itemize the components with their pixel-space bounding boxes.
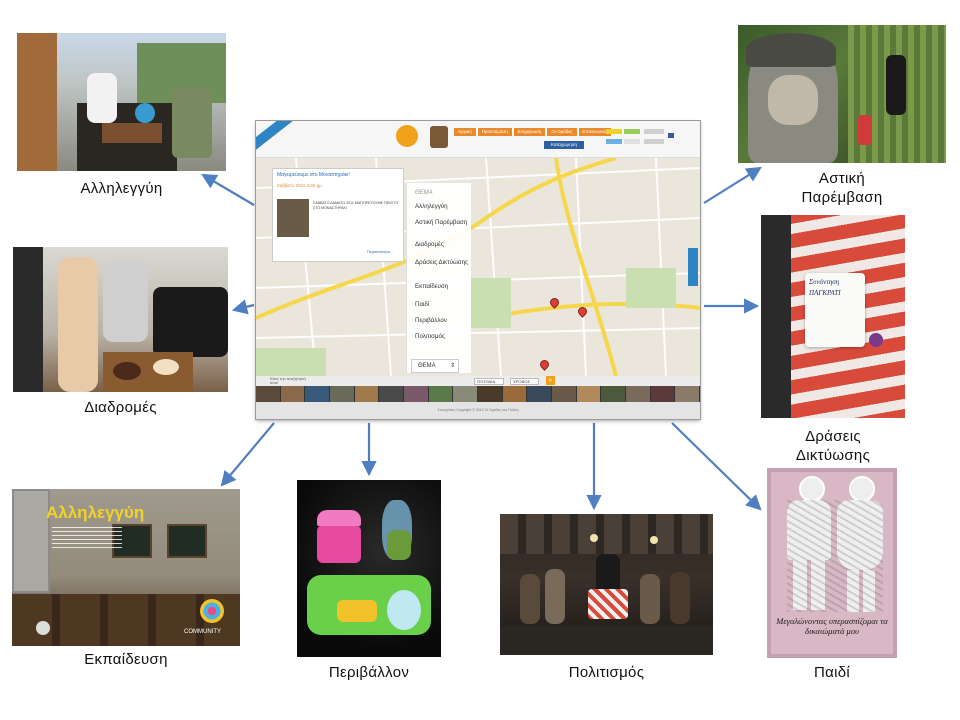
arrow-to-diadromes xyxy=(231,299,255,315)
social-box-3[interactable] xyxy=(644,139,664,144)
nav-item-news[interactable]: Ενημέρωση xyxy=(513,128,546,136)
arrow-to-allileggyi xyxy=(201,173,255,206)
popup-title: Μαγειρεύουμε στο Μοναστηράκι! xyxy=(277,172,350,178)
caption-politismos: Πολιτισμός xyxy=(568,664,645,681)
theme-item-diadromes[interactable]: Διαδρομές xyxy=(415,241,444,248)
theme-item-allileggyi[interactable]: Αλληλεγγύη xyxy=(415,203,448,210)
theme-menu-header: ΘΕΜΑ xyxy=(415,190,433,196)
theme-item-politismos[interactable]: Πολιτισμός xyxy=(415,333,445,340)
lang-box-3[interactable] xyxy=(644,129,664,134)
lang-box-2[interactable] xyxy=(624,129,640,134)
theme-item-astiki[interactable]: Αστική Παρέμβαση xyxy=(415,219,468,226)
photo-diadromes xyxy=(13,247,228,392)
photo-perivallon xyxy=(297,480,441,657)
popup-thumbnail xyxy=(277,199,309,237)
side-tab[interactable] xyxy=(688,248,698,286)
paidi-slogan: Μεγαλώνοντας υπερασπίζομαι τα δικαιώματά… xyxy=(776,616,888,636)
poster-title: Αλληλεγγύη xyxy=(46,503,145,522)
photo-politismos xyxy=(500,514,713,655)
add-action-button[interactable]: Καταχώρηση Δράσης xyxy=(544,141,584,155)
caption-astiki-line2: Παρέμβαση xyxy=(801,189,883,206)
arrow-to-paidi xyxy=(671,422,762,511)
popup-body: ΣΑΒΒΑΤΟ ΔΑΜΑΤΟ 2011 ΜΑΓΕΙΡΕΥΟΥΜΕ ΠΕΝΤΟΥ … xyxy=(313,201,399,210)
sticker-text: Συνάντηση ΠΑΓΚΡΑΤΙ xyxy=(809,278,841,297)
crest-icon xyxy=(430,126,448,148)
site-header: Αρχική Προετοίμαση Ενημέρωση Οι Ομάδες Ε… xyxy=(256,121,700,158)
caption-paidi: Παιδί xyxy=(813,664,851,681)
site-logo[interactable] xyxy=(396,125,418,147)
search-icon[interactable]: ⌕ xyxy=(546,376,555,385)
theme-select[interactable]: ΘΕΜΑ ⇕ xyxy=(411,359,459,373)
photo-strip[interactable] xyxy=(256,386,700,402)
social-box-1[interactable] xyxy=(606,139,622,144)
site-nav: Αρχική Προετοίμαση Ενημέρωση Οι Ομάδες Ε… xyxy=(454,128,611,136)
website-screenshot: Αρχική Προετοίμαση Ενημέρωση Οι Ομάδες Ε… xyxy=(256,121,700,419)
corner-ribbon xyxy=(256,121,295,157)
caption-draseis-line2: Δικτύωσης xyxy=(795,447,871,464)
photo-draseis: Συνάντηση ΠΑΓΚΡΑΤΙ xyxy=(761,215,905,418)
caption-astiki-line1: Αστική xyxy=(818,170,866,187)
social-box-2[interactable] xyxy=(624,139,640,144)
caption-diadromes: Διαδρομές xyxy=(84,399,157,416)
nav-item-home[interactable]: Αρχική xyxy=(454,128,476,136)
caption-perivallon: Περιβάλλον xyxy=(328,664,410,681)
popup-more-link[interactable]: Περισσότερα... xyxy=(367,249,394,254)
theme-select-value: ΘΕΜΑ xyxy=(418,363,436,369)
theme-item-ekpaideusi[interactable]: Εκπαίδευση xyxy=(415,283,449,290)
photo-ekpaideusi: Αλληλεγγύη COMMUNITY xyxy=(12,489,240,646)
lang-box-1[interactable] xyxy=(606,129,622,134)
arrow-to-ekpaideusi xyxy=(220,422,275,487)
theme-item-perivallon[interactable]: Περιβάλλον xyxy=(415,317,447,324)
theme-menu: ΘΕΜΑ Αλληλεγγύη Αστική Παρέμβαση Διαδρομ… xyxy=(406,183,471,373)
nav-item-prep[interactable]: Προετοίμαση xyxy=(477,128,512,136)
filter-time[interactable]: ΧΡΟΝΟΣ xyxy=(510,378,539,385)
map-view[interactable]: Μαγειρεύουμε στο Μοναστηράκι! Σάββατο 20… xyxy=(256,158,700,376)
photo-astiki xyxy=(738,25,946,163)
photo-allileggyi xyxy=(17,33,226,171)
nav-item-groups[interactable]: Οι Ομάδες xyxy=(547,128,577,136)
filter-neighborhood[interactable]: ΓΕΙΤΟΝΙΑ xyxy=(474,378,505,385)
caption-draseis: Δράσεις Δικτύωσης xyxy=(761,427,905,465)
facebook-icon[interactable] xyxy=(668,133,674,138)
poster-network-label: COMMUNITY xyxy=(184,629,221,635)
popup-date: Σάββατο 2011 3:30 μμ xyxy=(277,183,322,188)
arrow-to-astiki xyxy=(703,166,762,204)
filter-bar: Κάνε την αναζήτησή σου! ΓΕΙΤΟΝΙΑ ΧΡΟΝΟΣ … xyxy=(256,376,700,386)
event-popup: Μαγειρεύουμε στο Μοναστηράκι! Σάββατο 20… xyxy=(272,168,404,262)
nav-item-contact[interactable]: Επικοινωνία xyxy=(578,128,611,136)
search-hint: Κάνε την αναζήτησή σου! xyxy=(270,376,306,385)
chevron-updown-icon: ⇕ xyxy=(449,363,455,369)
caption-draseis-line1: Δράσεις xyxy=(805,428,861,445)
theme-item-draseis[interactable]: Δράσεις Δικτύωσης xyxy=(415,259,469,266)
theme-item-paidi[interactable]: Παιδί xyxy=(415,301,430,308)
site-footer: Συνεργάτες Copyright © 2012 Οι Ομάδες το… xyxy=(256,402,700,419)
caption-ekpaideusi: Εκπαίδευση xyxy=(84,651,168,668)
caption-allileggyi: Αλληλεγγύη xyxy=(80,180,163,197)
photo-paidi: Μεγαλώνοντας υπερασπίζομαι τα δικαιώματά… xyxy=(767,468,897,658)
caption-astiki: Αστική Παρέμβαση xyxy=(738,169,946,207)
